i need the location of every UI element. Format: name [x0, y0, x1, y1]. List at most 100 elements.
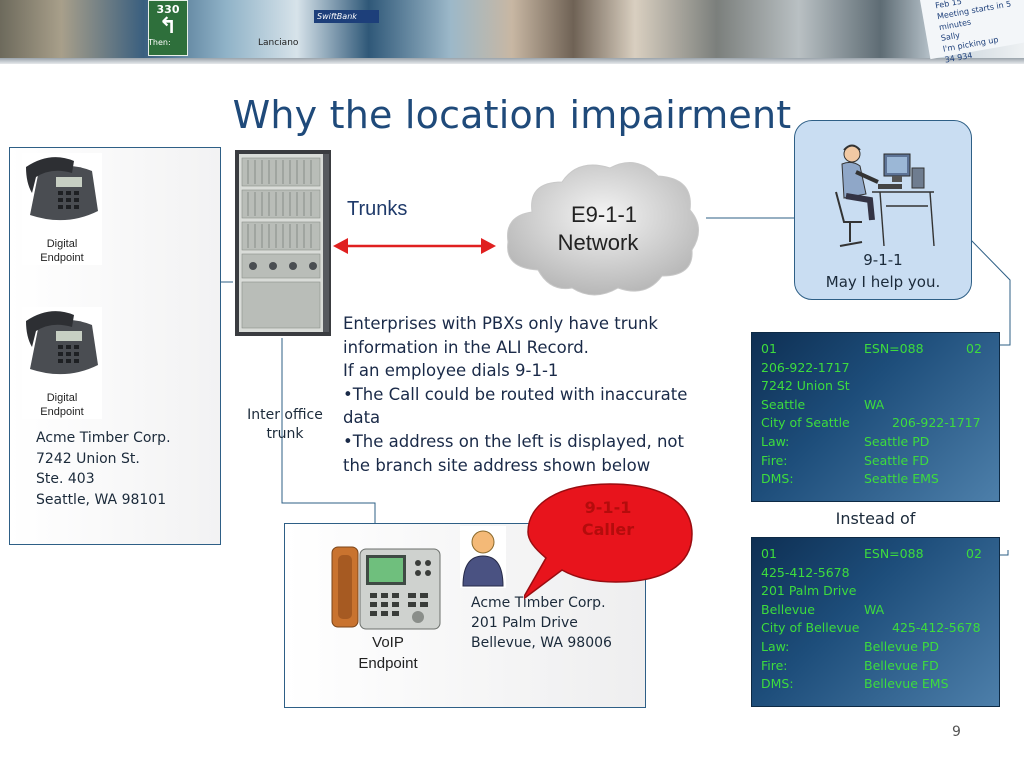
ali-city-of: City of Seattle	[761, 415, 850, 431]
ali-row: 01 ESN=088 02	[761, 545, 999, 564]
explanation-line: information in the ALI Record.	[343, 337, 589, 357]
ali-row: 425-412-5678	[761, 564, 999, 583]
ali-city-phone: 425-412-5678	[892, 620, 981, 636]
ali-esn: ESN=088	[864, 546, 924, 561]
ali-dms-label: DMS:	[761, 676, 794, 692]
ali-row: City of Seattle 206-922-1717	[761, 414, 999, 433]
ali-row: Seattle WA	[761, 396, 999, 415]
explanation-text: Enterprises with PBXs only have trunk in…	[343, 312, 733, 477]
instead-of-label: Instead of	[835, 509, 916, 528]
ali-row: 206-922-1717	[761, 359, 999, 378]
callout-text: 9-1-1 Caller	[566, 497, 650, 541]
ali-city-of: City of Bellevue	[761, 620, 860, 636]
desk-phone-icon	[26, 311, 98, 375]
voip-endpoint-caption: VoIP Endpoint	[336, 632, 440, 674]
phone-caption-line: Endpoint	[40, 406, 84, 418]
phone-caption-line: Digital	[46, 238, 78, 250]
phone-caption: Digital Endpoint	[22, 391, 102, 419]
callout-line: 9-1-1	[584, 498, 632, 517]
ali-bottom-tick	[1000, 550, 1009, 556]
psap-operator-box	[794, 120, 972, 300]
ali-fire-value: Seattle FD	[864, 452, 930, 468]
ali-phone: 425-412-5678	[761, 564, 850, 580]
ali-row: DMS: Bellevue EMS	[761, 675, 999, 694]
ali-state: WA	[864, 601, 885, 617]
road-sign-image: 330 ↰	[148, 0, 188, 56]
dispatcher-at-desk-icon	[835, 144, 935, 247]
operator-caption: 9-1-1 May I help you.	[794, 249, 972, 293]
ali-row: 01 ESN=088 02	[761, 340, 999, 359]
ali-street: 7242 Union St	[761, 378, 850, 394]
voip-caption-line: Endpoint	[358, 655, 418, 672]
ali-code: 02	[966, 341, 982, 356]
inter-office-trunk-label: Inter office trunk	[238, 406, 332, 444]
desk-phone-icon	[26, 157, 98, 221]
ali-law-label: Law:	[761, 433, 790, 449]
callout-line: Caller	[581, 520, 635, 539]
ali-law-value: Bellevue PD	[864, 638, 940, 654]
ali-row: City of Bellevue 425-412-5678	[761, 619, 999, 638]
digital-phone-1: Digital Endpoint	[22, 153, 102, 265]
e911-network-cloud-icon: E9-1-1 Network	[507, 162, 699, 296]
ali-record-seattle: 01 ESN=088 02 206-922-1717 7242 Union St S…	[751, 332, 1000, 502]
ali-code: 02	[966, 546, 982, 561]
ali-fire-label: Fire:	[761, 657, 788, 673]
page-number: 9	[952, 724, 961, 740]
network-label-line1: E9-1-1	[571, 202, 637, 227]
ali-row: Bellevue WA	[761, 601, 999, 620]
trunks-label: Trunks	[347, 198, 408, 220]
ali-row: DMS: Seattle EMS	[761, 470, 999, 489]
ali-city: Bellevue	[761, 601, 815, 617]
ali-fire-label: Fire:	[761, 452, 788, 468]
ali-dms-value: Seattle EMS	[864, 471, 939, 487]
digital-phone-2: Digital Endpoint	[22, 307, 102, 419]
explanation-line: Enterprises with PBXs only have trunk	[343, 314, 658, 333]
caller-callout-bubble	[524, 483, 693, 600]
ali-row: Fire: Seattle FD	[761, 452, 999, 471]
banner-divider	[0, 58, 1024, 64]
ali-law-label: Law:	[761, 638, 790, 654]
phone-caption-line: Digital	[46, 392, 78, 404]
operator-caption-line1: 9-1-1	[863, 251, 903, 269]
operator-caption-line2: May I help you.	[825, 273, 941, 291]
ali-row: Fire: Bellevue FD	[761, 657, 999, 676]
ali-class: 01	[761, 341, 777, 356]
explanation-line: data	[343, 408, 381, 428]
explanation-line: •The Call could be routed with inaccurat…	[343, 384, 688, 404]
ali-phone: 206-922-1717	[761, 359, 850, 375]
ali-dms-label: DMS:	[761, 471, 794, 487]
ali-dms-value: Bellevue EMS	[864, 676, 949, 692]
ali-law-value: Seattle PD	[864, 433, 930, 449]
pbx-rack-icon	[235, 150, 331, 336]
network-label-line2: Network	[558, 230, 640, 255]
ali-row: 7242 Union St	[761, 377, 999, 396]
branch-address: Acme Timber Corp. 201 Palm Drive Bellevu…	[471, 595, 612, 651]
inter-office-line: Inter office	[247, 407, 323, 423]
ali-fire-value: Bellevue FD	[864, 657, 939, 673]
road-sign-then: Then:	[148, 38, 171, 47]
explanation-line: If an employee dials 9-1-1	[343, 361, 559, 381]
explanation-line: •The address on the left is displayed, n…	[343, 431, 684, 451]
slide-title: Why the location impairment	[232, 93, 792, 137]
swiftbank-logo: SwiftBank	[314, 10, 379, 23]
trunks-double-arrow	[333, 238, 496, 254]
ali-city-phone: 206-922-1717	[892, 415, 981, 431]
ali-row: Law: Bellevue PD	[761, 638, 999, 657]
ali-row: 201 Palm Drive	[761, 582, 999, 601]
ali-row: Law: Seattle PD	[761, 433, 999, 452]
explanation-line: the branch site address shown below	[343, 455, 651, 475]
phone-caption-line: Endpoint	[40, 252, 84, 264]
ali-state: WA	[864, 396, 885, 412]
ali-street: 201 Palm Drive	[761, 583, 857, 599]
road-sign-number: 330	[156, 3, 180, 16]
inter-office-line: trunk	[266, 426, 304, 442]
turn-arrow-icon: ↰	[158, 14, 178, 39]
ali-class: 01	[761, 546, 777, 561]
ali-esn: ESN=088	[864, 341, 924, 356]
voip-caption-line: VoIP	[372, 634, 404, 651]
caller-person-icon	[460, 526, 506, 588]
phone-caption: Digital Endpoint	[22, 237, 102, 265]
ali-city: Seattle	[761, 396, 806, 412]
headquarters-address: Acme Timber Corp. 7242 Union St. Ste. 40…	[36, 430, 171, 508]
